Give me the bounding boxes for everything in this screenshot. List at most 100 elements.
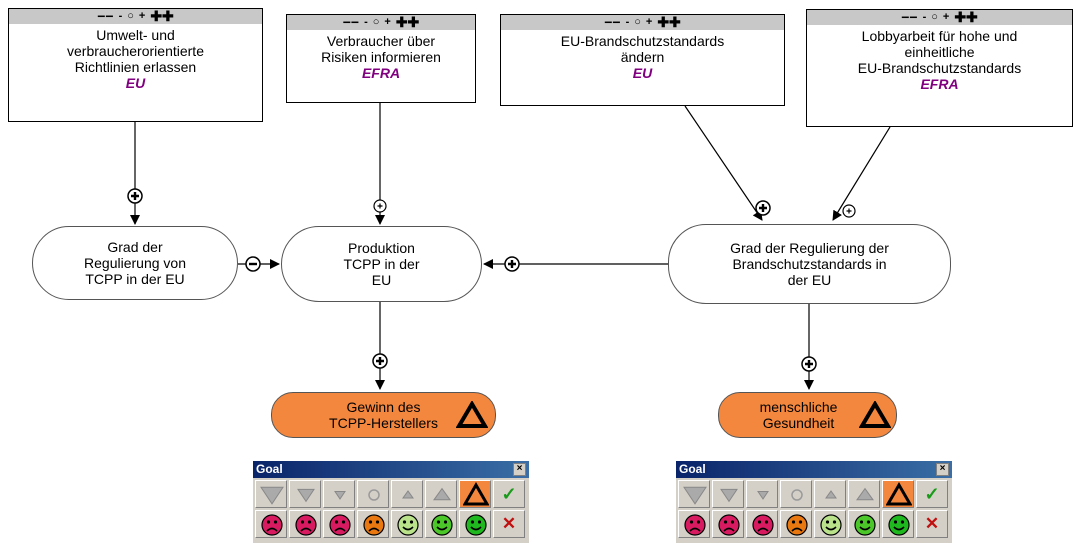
goal-rating-7-face-icon[interactable] [459,510,491,538]
goal-level-1-icon[interactable] [678,480,710,508]
close-icon[interactable]: × [936,463,949,476]
sign-marker-f1-f2 [245,256,261,272]
factor-text-line: EU [371,272,392,288]
goal-level-1-icon[interactable] [255,480,287,508]
goal-level-7-icon[interactable] [882,480,914,508]
confirm-icon[interactable]: ✓ [916,480,948,508]
scale-plus-plus[interactable]: ✚✚ [657,14,681,30]
scale-strip[interactable]: −− - ○ + ✚✚ [501,15,784,30]
goal-level-5-icon[interactable] [391,480,423,508]
confirm-icon[interactable]: ✓ [493,480,525,508]
goal-rating-2-face-icon[interactable] [289,510,321,538]
scale-plus[interactable]: + [138,10,146,22]
action-text-line: Risiken informieren [321,49,441,65]
goal-panel-right[interactable]: Goal × ✓✕ [676,461,952,543]
scale-minus-minus[interactable]: −− [901,9,918,25]
goal-rating-6-face-icon[interactable] [848,510,880,538]
goal-node-menschliche-gesundheit[interactable]: menschliche Gesundheit [718,392,897,438]
factor-text-line: Grad der [107,239,163,255]
actor-label: EFRA [920,76,959,92]
factor-node-regulierung-tcpp[interactable]: Grad der Regulierung von TCPP in der EU [32,226,238,300]
factor-text-line: der EU [787,272,832,288]
sign-marker-a4-f3 [842,204,856,218]
scale-plus[interactable]: + [384,16,391,28]
action-text-line: einheitliche [904,44,975,60]
scale-minus[interactable]: - [625,16,630,28]
action-text: Lobbyarbeit für hohe und einheitliche EU… [807,25,1072,76]
scale-strip[interactable]: −− - ○ + ✚✚ [287,15,475,30]
goal-level-7-icon[interactable] [459,480,491,508]
scale-neutral[interactable]: ○ [931,11,938,23]
sign-marker-a2-f2 [373,199,387,213]
scale-minus[interactable]: - [922,11,927,23]
action-text-line: Umwelt- und [96,27,175,43]
goal-panel-title: Goal [679,462,706,476]
scale-plus[interactable]: + [645,16,653,28]
scale-plus-plus[interactable]: ✚✚ [954,9,978,25]
action-box-umwelt-richtlinien[interactable]: −− - ○ + ✚✚ Umwelt- und verbraucherorien… [8,8,263,122]
goal-rating-4-face-icon[interactable] [357,510,389,538]
scale-plus[interactable]: + [942,11,950,23]
goal-rating-6-face-icon[interactable] [425,510,457,538]
scale-plus-plus[interactable]: ✚✚ [395,14,420,30]
goal-text-line: menschliche [759,399,838,415]
scale-minus-minus[interactable]: −− [97,8,114,24]
warning-triangle-icon [859,401,891,428]
action-text-line: EU-Brandschutzstandards [560,33,725,49]
goal-rating-1-face-icon[interactable] [255,510,287,538]
goal-rating-7-face-icon[interactable] [882,510,914,538]
goal-panel-titlebar[interactable]: Goal × [676,461,952,478]
factor-text-line: TCPP in der EU [85,271,185,287]
goal-panel-titlebar[interactable]: Goal × [253,461,529,478]
goal-level-3-icon[interactable] [746,480,778,508]
factor-node-produktion-tcpp[interactable]: Produktion TCPP in der EU [281,226,482,302]
goal-level-4-icon[interactable] [780,480,812,508]
goal-node-gewinn-hersteller[interactable]: Gewinn des TCPP-Herstellers [271,392,496,438]
goal-level-4-icon[interactable] [357,480,389,508]
actor-label: EU [125,75,146,91]
scale-neutral[interactable]: ○ [634,16,641,28]
factor-node-regulierung-brandschutz[interactable]: Grad der Regulierung der Brandschutzstan… [668,224,951,304]
scale-minus-minus[interactable]: −− [342,14,360,30]
scale-minus[interactable]: - [364,16,368,28]
scale-strip[interactable]: −− - ○ + ✚✚ [9,9,262,24]
goal-level-6-icon[interactable] [848,480,880,508]
goal-level-2-icon[interactable] [289,480,321,508]
sign-marker-f3-g2 [801,356,817,372]
goal-text-line: Gesundheit [762,415,835,431]
goal-panel-left[interactable]: Goal × ✓✕ [253,461,529,543]
scale-neutral[interactable]: ○ [127,10,134,22]
goal-level-5-icon[interactable] [814,480,846,508]
cancel-icon[interactable]: ✕ [493,510,525,538]
scale-minus[interactable]: - [118,10,123,22]
goal-rating-3-face-icon[interactable] [323,510,355,538]
goal-rating-5-face-icon[interactable] [391,510,423,538]
scale-neutral[interactable]: ○ [372,16,380,28]
scale-minus-minus[interactable]: −− [604,14,621,30]
goal-rating-3-face-icon[interactable] [746,510,778,538]
action-text-line: Richtlinien erlassen [74,59,197,75]
goal-level-6-icon[interactable] [425,480,457,508]
goal-level-2-icon[interactable] [712,480,744,508]
action-text: EU-Brandschutzstandards ändern [501,30,784,65]
goal-rating-4-face-icon[interactable] [780,510,812,538]
actor-label: EFRA [361,65,401,81]
link-a3-f3[interactable] [684,105,763,221]
factor-text-line: TCPP in der [343,256,420,272]
action-box-lobbyarbeit[interactable]: −− - ○ + ✚✚ Lobbyarbeit für hohe und ein… [806,9,1073,127]
goal-rating-5-face-icon[interactable] [814,510,846,538]
scale-strip[interactable]: −− - ○ + ✚✚ [807,10,1072,25]
action-text-line: verbraucherorientierte [67,43,204,59]
sign-marker-f3-f2 [504,256,520,272]
cancel-icon[interactable]: ✕ [916,510,948,538]
action-box-brandschutz-aendern[interactable]: −− - ○ + ✚✚ EU-Brandschutzstandards ände… [500,14,785,106]
goal-level-3-icon[interactable] [323,480,355,508]
goal-rating-1-face-icon[interactable] [678,510,710,538]
actor-label: EU [632,65,653,81]
link-a4-f3[interactable] [832,126,891,221]
action-box-verbraucher-informieren[interactable]: −− - ○ + ✚✚ Verbraucher über Risiken inf… [286,14,476,103]
goal-rating-2-face-icon[interactable] [712,510,744,538]
close-icon[interactable]: × [513,463,526,476]
scale-plus-plus[interactable]: ✚✚ [150,8,174,24]
